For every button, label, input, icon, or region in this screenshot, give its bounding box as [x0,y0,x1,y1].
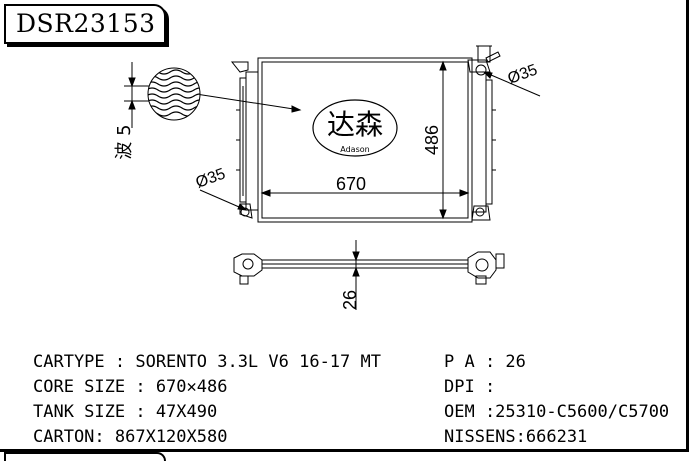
brand-logo: 达森 Adason [312,99,398,157]
spec-dpi: DPI : [444,377,496,397]
page-frame [0,0,689,452]
outlet-port [240,207,250,217]
right-tank [471,71,487,213]
right-tank-rib [485,79,493,205]
logo-latin: Adason [340,145,369,154]
fin-detail-circle [147,67,201,121]
spec-cartype: CARTYPE : SORENTO 3.3L V6 16-17 MT [33,352,381,372]
left-tank [245,71,259,211]
right-bottom-bracket [471,205,491,221]
height-dim-text: 486 [422,125,442,155]
spec-oem: OEM :25310-C5600/C5700 [444,402,670,422]
logo-chinese: 达森 [327,108,383,141]
outlet-dia-text: Ø35 [194,165,228,191]
spec-tank-size: TANK SIZE : 47X490 [33,402,218,422]
inlet-dia-text: Ø35 [506,61,540,87]
width-dim-text: 670 [336,174,366,194]
spec-core-size: CORE SIZE : 670✕486 [33,377,228,397]
spec-pa: P A : 26 [444,352,526,372]
model-code-tab: DSR23153 [4,4,166,44]
fin-label-text: 波 5 [114,124,135,159]
spec-carton: CARTON: 867X120X580 [33,427,228,447]
left-top-bracket [230,61,249,73]
inlet-port [475,64,487,76]
depth-dim-text: 26 [340,290,360,310]
radiator-core [261,61,469,219]
bottom-view [233,251,505,285]
model-code: DSR23153 [16,9,156,38]
bottom-tab [4,452,166,461]
left-bottom-bracket [239,203,253,219]
spec-nissens: NISSENS:666231 [444,427,588,447]
